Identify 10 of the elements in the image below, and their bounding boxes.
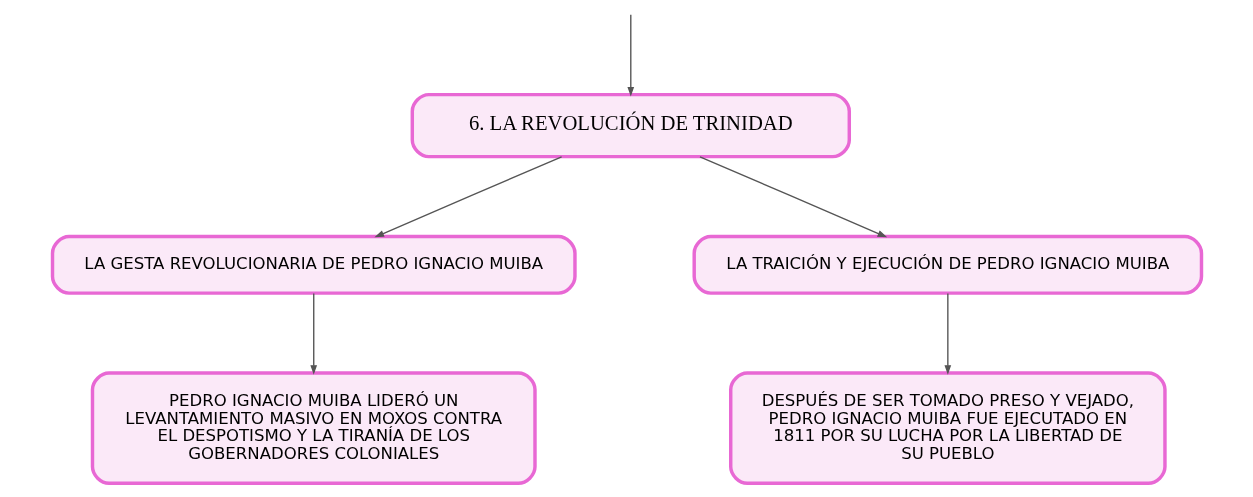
- node-box: LA GESTA REVOLUCIONARIA DE PEDRO IGNACIO MUIBA: [50, 234, 577, 295]
- arrow: [373, 156, 562, 238]
- arrow: [943, 292, 951, 375]
- arrow: [626, 14, 634, 97]
- arrow: [698, 156, 887, 238]
- node-box: 6. LA REVOLUCIÓN DE TRINIDAD: [410, 92, 851, 159]
- node-box: LA TRAICIÓN Y EJECUCIÓN DE PEDRO IGNACIO MUIBA: [691, 234, 1203, 295]
- arrow: [309, 292, 317, 375]
- node-box: DESPUÉS DE SER TOMADO PRESO Y VEJADO, PEDRO IGNACIO MUIBA FUE EJECUTADO EN 1811 POR SU LUCHA POR LA LIBERTAD DE SU PUEBLO: [728, 371, 1167, 486]
- node-box: PEDRO IGNACIO MUIBA LIDERÓ UN LEVANTAMIENTO MASIVO EN MOXOS CONTRA EL DESPOTISMO Y LA TIRANÍA DE LOS GOBERNADORES COLONIALES: [90, 371, 537, 486]
